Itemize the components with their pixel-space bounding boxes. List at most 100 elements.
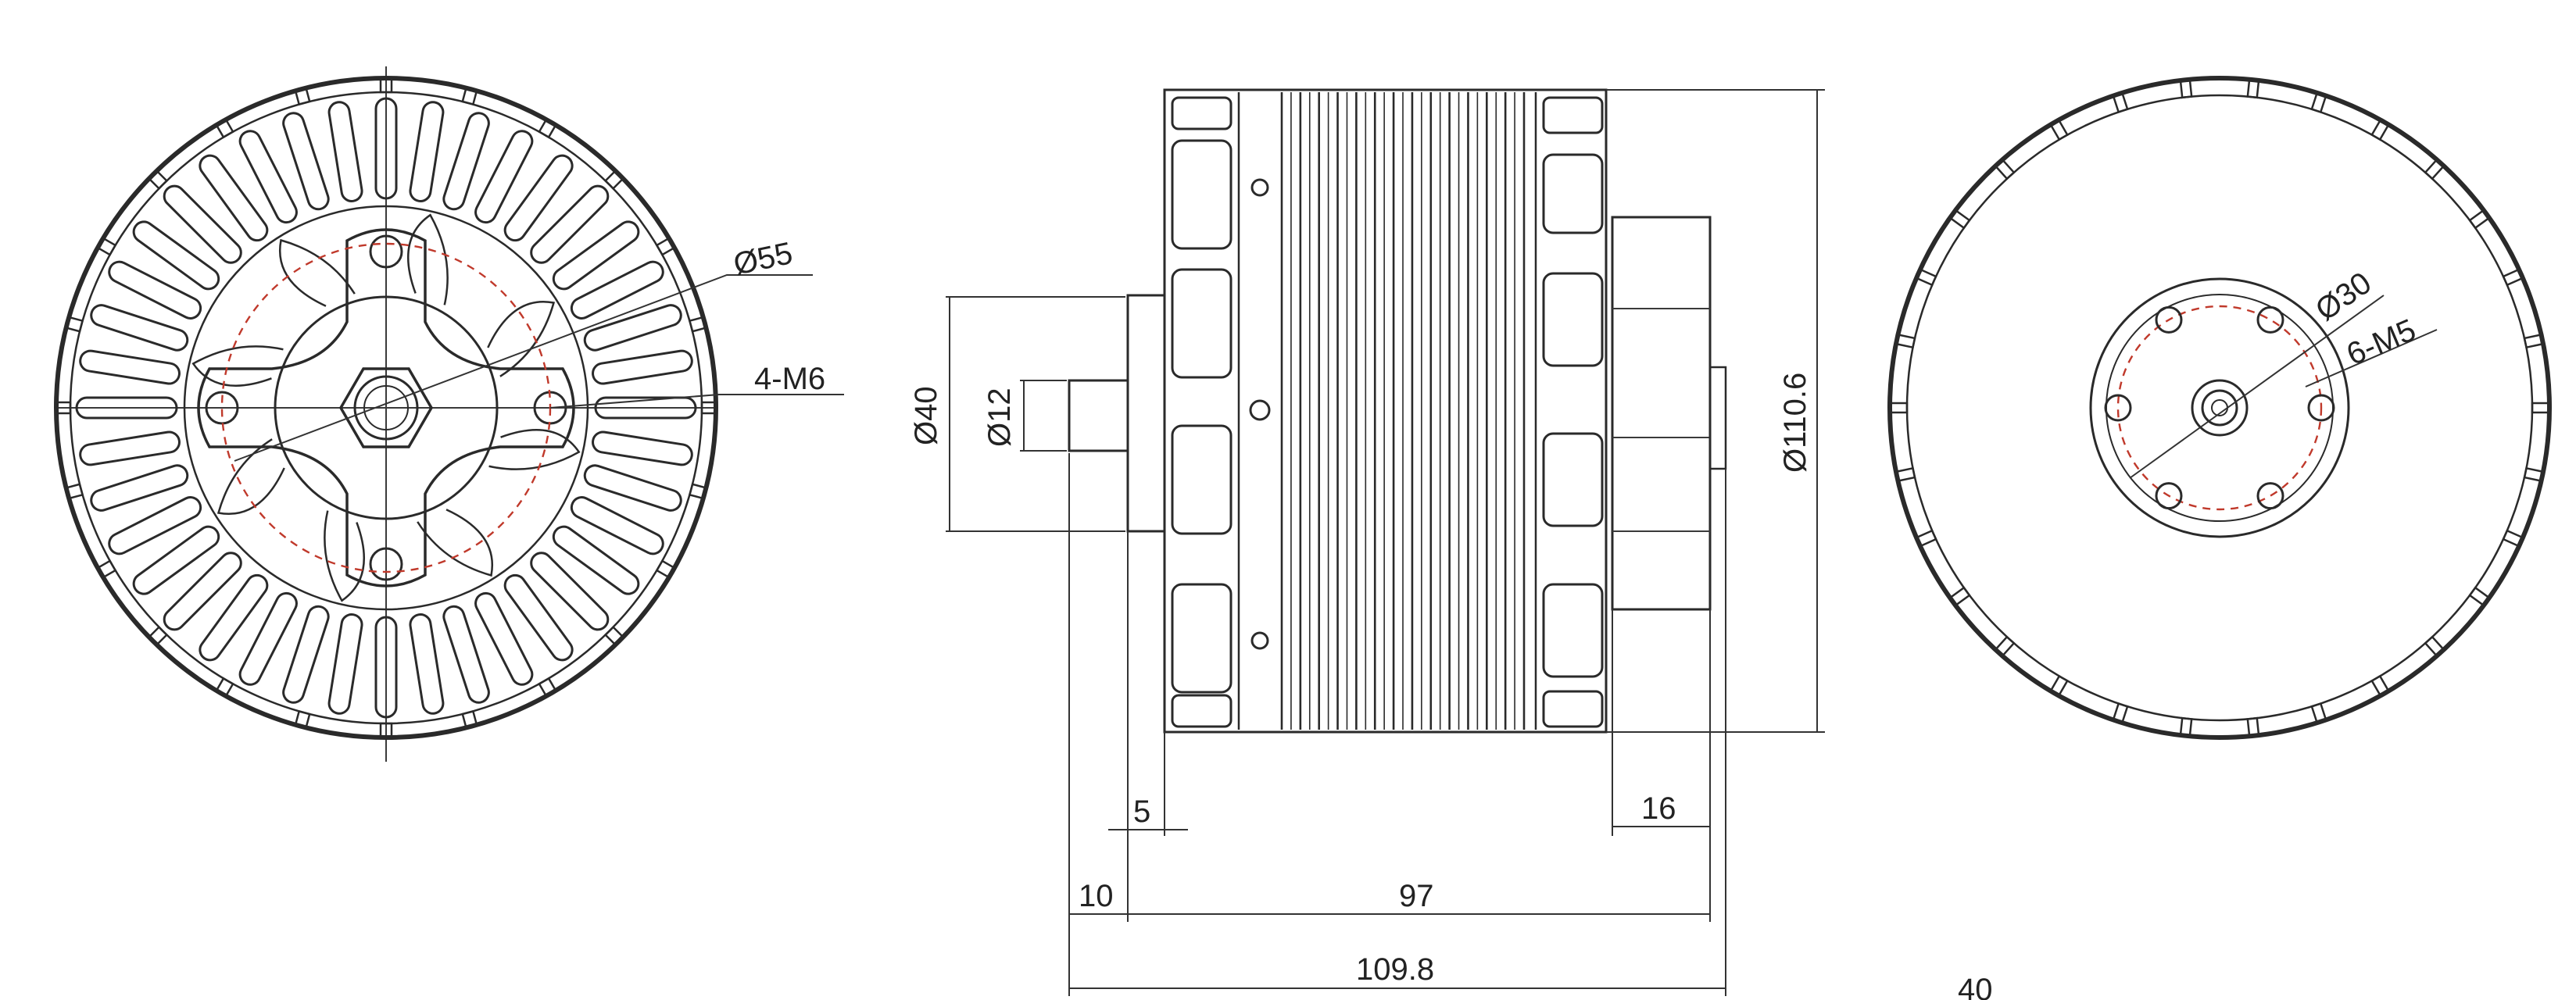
dim-total-label: 109.8 xyxy=(1356,952,1434,987)
front-fin-slot xyxy=(503,573,574,662)
rear-mount-hole xyxy=(2256,305,2284,334)
front-fin-slot xyxy=(530,552,610,631)
rear-pcd-label: Ø30 xyxy=(2309,266,2377,327)
front-rim-notch xyxy=(96,559,117,579)
front-rim-notch xyxy=(294,709,311,729)
front-pcd-leader xyxy=(234,274,813,462)
rear-rim-notch xyxy=(2179,78,2193,99)
rear-rim-notch xyxy=(2523,466,2545,483)
front-fin-slot xyxy=(374,616,398,719)
front-rim-notch xyxy=(603,625,625,647)
rear-rim-notch xyxy=(1915,529,1937,548)
rear-pcd-leader xyxy=(2129,295,2385,479)
rear-pcd-circle xyxy=(2116,305,2323,511)
front-fin-slot xyxy=(282,605,330,704)
front-hex-nut xyxy=(338,367,434,448)
front-rim-notch xyxy=(379,77,393,94)
rear-mount-hole xyxy=(2256,482,2284,510)
front-shaft-bore xyxy=(353,375,419,441)
front-rim-notch xyxy=(215,677,234,698)
rear-bell-inner xyxy=(2106,294,2334,522)
front-fin-slot xyxy=(442,112,490,211)
side-rear-stub xyxy=(1708,366,1727,470)
front-fin-slot xyxy=(108,496,202,555)
front-fin-slot xyxy=(570,496,664,555)
front-fin-slot xyxy=(474,130,534,224)
rear-rim-notch xyxy=(2049,118,2069,141)
rear-holes-leader xyxy=(2305,329,2438,388)
rear-rim-notch xyxy=(2370,674,2390,698)
front-rim-notch xyxy=(65,483,84,500)
rear-rim-notch xyxy=(2310,91,2327,114)
rear-rim-notch xyxy=(2179,716,2193,738)
front-spoke xyxy=(417,509,493,577)
rear-corner-fragment: 40 xyxy=(1958,973,1993,1000)
rear-rim-notch xyxy=(1894,333,1916,349)
rear-rim-notch xyxy=(2112,702,2129,724)
front-rim-notch xyxy=(655,237,676,256)
rear-inner-rim xyxy=(1905,94,2534,722)
rear-rim-notch xyxy=(1894,466,1916,483)
rear-rim-notch xyxy=(2246,716,2260,738)
front-spokes xyxy=(191,213,581,602)
front-rim-notch xyxy=(461,87,478,106)
front-spoke xyxy=(487,301,556,377)
front-rim-notch xyxy=(55,401,72,415)
rear-rim-notch xyxy=(2502,268,2524,287)
rear-mount-hole xyxy=(2155,305,2183,334)
front-fin-slot xyxy=(238,130,298,224)
side-shaft xyxy=(1068,379,1129,452)
rear-rim-notch xyxy=(2502,529,2524,548)
front-fin-slot xyxy=(108,260,202,320)
rear-rim-notch xyxy=(2246,78,2260,99)
front-rim-notch xyxy=(603,169,625,191)
front-shaft-inner xyxy=(363,385,409,430)
side-screw-3 xyxy=(1250,631,1269,650)
front-mount-hole-bottom xyxy=(369,547,403,581)
rear-rim-notch xyxy=(1948,209,1971,230)
front-rim-notch xyxy=(538,118,557,139)
overall-dia-label: Ø110.6 xyxy=(1778,373,1812,473)
front-fin-slot xyxy=(90,304,189,352)
front-holes-leader xyxy=(549,394,720,409)
rear-outer-rim xyxy=(1887,76,2552,740)
rear-rim-notch xyxy=(1888,402,1909,414)
side-screw-2 xyxy=(1249,399,1271,421)
dim-5-label: 5 xyxy=(1133,795,1150,829)
rear-rim-notch xyxy=(2112,91,2129,114)
front-fin-slot xyxy=(592,349,693,385)
side-left-vents xyxy=(1171,96,1233,728)
front-rim-notch xyxy=(147,169,169,191)
front-fin-slot xyxy=(238,591,298,686)
rear-holes-label: 6-M5 xyxy=(2342,312,2420,372)
front-cross-mount xyxy=(197,228,575,588)
front-rim-notch xyxy=(461,709,478,729)
body-dia-label: Ø40 xyxy=(909,386,943,445)
rear-mount-hole xyxy=(2307,394,2335,422)
side-rear-bell xyxy=(1611,216,1712,611)
front-spoke xyxy=(406,213,449,305)
front-spoke xyxy=(216,438,285,515)
rear-rim-notch xyxy=(2468,586,2491,607)
front-fin-slot xyxy=(442,605,490,704)
front-cooling-fins xyxy=(55,77,717,739)
rear-rim-notch xyxy=(1948,586,1971,607)
front-spoke xyxy=(324,510,366,602)
front-mount-hole-top xyxy=(369,234,403,269)
rear-rim-notch xyxy=(2424,158,2445,180)
rear-mount-holes xyxy=(2104,305,2335,510)
front-fin-inner-ring xyxy=(183,205,589,611)
front-rim-notch xyxy=(96,237,117,256)
front-rim-notch xyxy=(688,316,707,333)
rear-rim-notches xyxy=(1888,78,2551,738)
rear-rim-notch xyxy=(2468,209,2491,230)
front-rim-notch xyxy=(538,677,557,698)
front-rim-notch xyxy=(379,722,393,739)
front-fin-slot xyxy=(474,591,534,686)
rear-rim-notch xyxy=(1994,635,2016,658)
front-fin-slot xyxy=(570,260,664,320)
front-fin-slot xyxy=(552,220,640,291)
front-fin-slot xyxy=(530,184,610,264)
rear-bearing-outer xyxy=(2191,379,2249,437)
